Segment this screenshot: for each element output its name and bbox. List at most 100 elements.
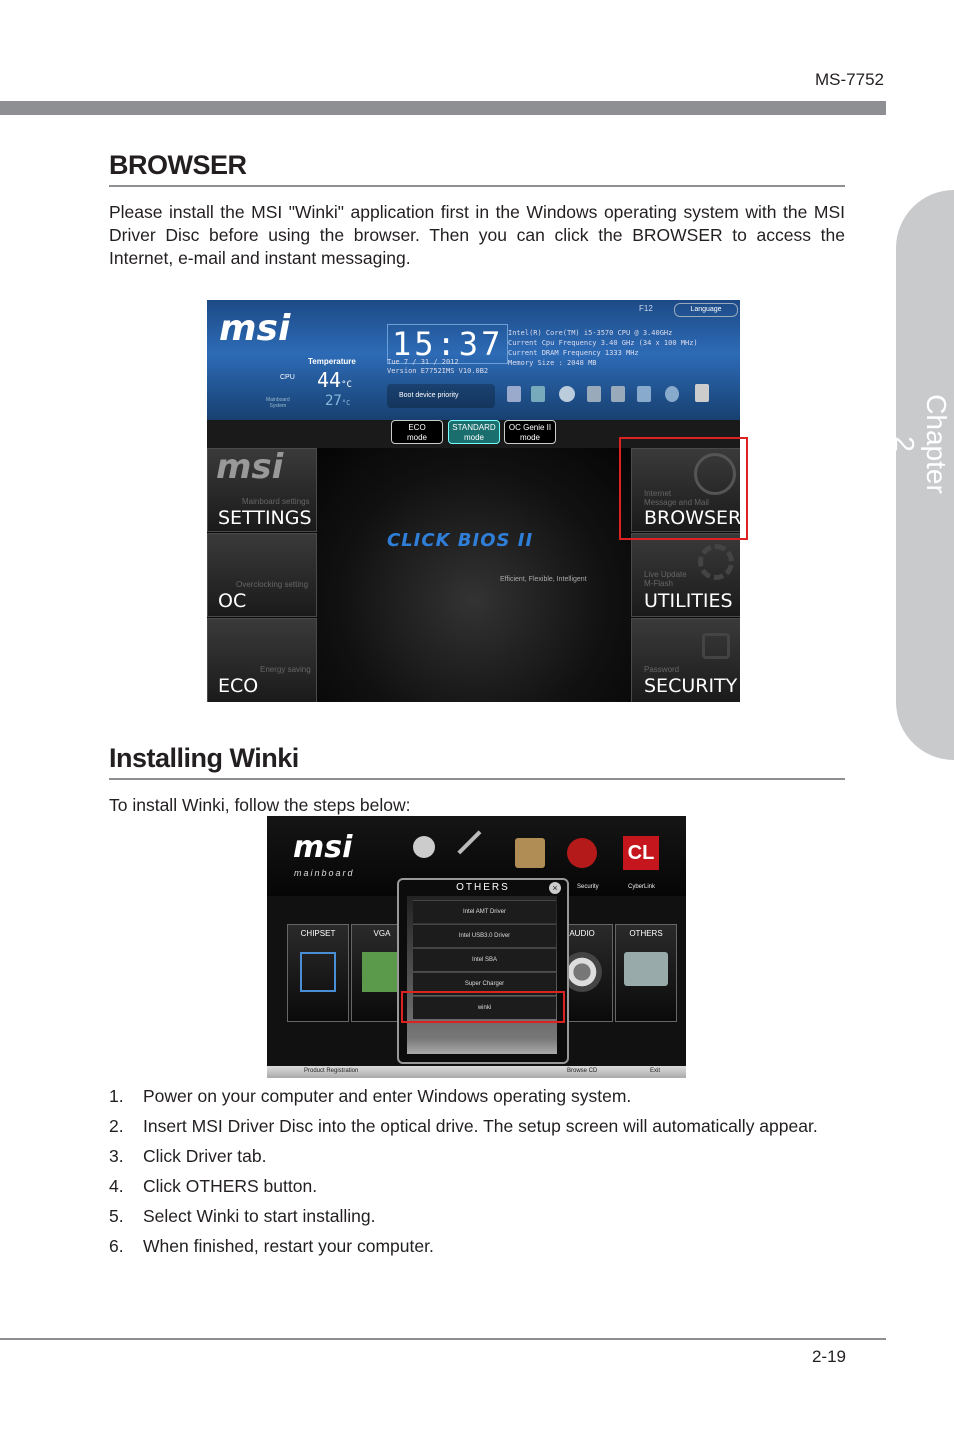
tagline: Efficient, Flexible, Intelligent [500,576,587,583]
security-tile[interactable]: Password SECURITY [631,618,740,702]
chapter-label: Chapter 2 [889,394,952,494]
tile-title: SETTINGS [218,507,312,529]
disc-icon[interactable] [559,386,575,402]
cpu-label: CPU [280,374,295,381]
toolbox-icon [624,952,668,986]
mainboard-label: mainboard [294,868,355,878]
section-browser: BROWSER Please install the MSI "Winki" a… [109,150,845,270]
section-installing-winki: Installing Winki To install Winki, follo… [109,743,845,817]
page-number: 2-19 [811,1347,846,1366]
step-item: 1.Power on your computer and enter Windo… [109,1086,632,1106]
header-bar [0,101,886,115]
msi-logo: msi [293,830,353,865]
tile-title: BROWSER [644,507,740,529]
model-number: MS-7752 [815,70,884,89]
gear-icon [698,544,734,580]
chapter-tab [896,190,954,760]
popup-title: OTHERS [456,882,510,893]
msi-logo: msi [219,308,291,349]
cpu-temperature: 44°C [317,368,352,392]
usb-disc-icon[interactable] [665,386,679,402]
install-steps: 1.Power on your computer and enter Windo… [109,1085,845,1265]
system-temperature: 27°C [325,393,351,409]
cyberlink-label: CyberLink [628,884,656,890]
bios-status-panel [207,300,740,420]
close-icon[interactable]: × [549,882,561,894]
tile-subtitle: Energy saving [260,665,311,674]
step-item: 5.Select Winki to start installing. [109,1206,376,1226]
browser-highlight [619,437,748,540]
temperature-label: Temperature [308,357,356,366]
security-label: Security [577,884,599,890]
step-item: 4.Click OTHERS button. [109,1176,318,1196]
oc-tile[interactable]: Overclocking setting OC [207,533,317,617]
manual-icon[interactable] [515,838,545,868]
step-item: 3.Click Driver tab. [109,1146,267,1166]
boot-device-icons[interactable] [507,384,717,406]
browser-paragraph: Please install the MSI "Winki" applicati… [109,202,845,268]
click-bios-logo: CLICK BIOS II [387,530,534,551]
tile-msi-watermark: msi [216,447,284,487]
drive-icon[interactable] [531,386,545,402]
tile-subtitle: Overclocking setting [236,580,309,589]
card-icon[interactable] [611,386,625,402]
center-panel [317,448,630,702]
driver-installer-screenshot: msi mainboard CL Security CyberLink CHIP… [267,816,686,1078]
chipset-category[interactable]: CHIPSET [287,924,349,1022]
tile-title: OC [218,590,247,612]
winki-highlight [401,991,565,1023]
heading-rule [109,778,845,780]
language-button[interactable]: Language [674,303,738,317]
tile-title: SECURITY [644,675,738,697]
step-item: 6.When finished, restart your computer. [109,1236,434,1256]
vga-card-icon [362,952,402,992]
driver-item[interactable]: Intel USB3.0 Driver [413,924,556,947]
gear-icon[interactable] [413,836,435,858]
others-category[interactable]: OTHERS [615,924,677,1022]
driver-item[interactable]: Super Charger [413,972,556,995]
intro-text: To install Winki, follow the steps below… [109,795,411,815]
globe-icon [694,453,736,495]
boot-priority-label: Boot device priority [387,384,495,408]
exit-link[interactable]: Exit [650,1068,661,1074]
browse-cd-link[interactable]: Browse CD [567,1068,598,1074]
tile-subtitle: Password [644,665,680,674]
chip-icon [300,952,336,992]
usb-device-icon[interactable] [507,386,521,402]
others-popup: OTHERS × Intel AMT Driver Intel USB3.0 D… [397,878,569,1064]
lock-icon [702,633,730,659]
security-icon[interactable] [567,838,597,868]
footer-rule [0,1338,886,1340]
product-registration-link[interactable]: Product Registration [304,1068,359,1074]
heading-rule [109,185,845,187]
click-bios-screenshot: msi F12 Language 15:37 Temperature CPU 4… [207,300,740,702]
tile-subtitle: Mainboard settings [242,497,310,506]
eco-tile[interactable]: Energy saving ECO [207,618,317,702]
f12-label[interactable]: F12 [639,304,653,313]
settings-tile[interactable]: msi Mainboard settings SETTINGS [207,447,317,532]
tile-title: UTILITIES [644,590,733,612]
clock-display: 15:37 [387,324,509,364]
installer-footer [267,1066,686,1078]
hdd-icon[interactable] [695,384,709,402]
driver-item[interactable]: Intel SBA [413,948,556,971]
step-item: 2.Insert MSI Driver Disc into the optica… [109,1116,818,1136]
section-heading: Installing Winki [109,743,299,773]
usb-icon[interactable] [637,386,651,402]
tile-title: ECO [218,675,259,697]
winki-item[interactable]: winki [413,996,556,1019]
floppy-icon[interactable] [587,386,601,402]
cyberlink-icon[interactable]: CL [623,836,659,870]
driver-item[interactable]: Intel AMT Driver [413,900,556,923]
section-heading: BROWSER [109,150,247,180]
